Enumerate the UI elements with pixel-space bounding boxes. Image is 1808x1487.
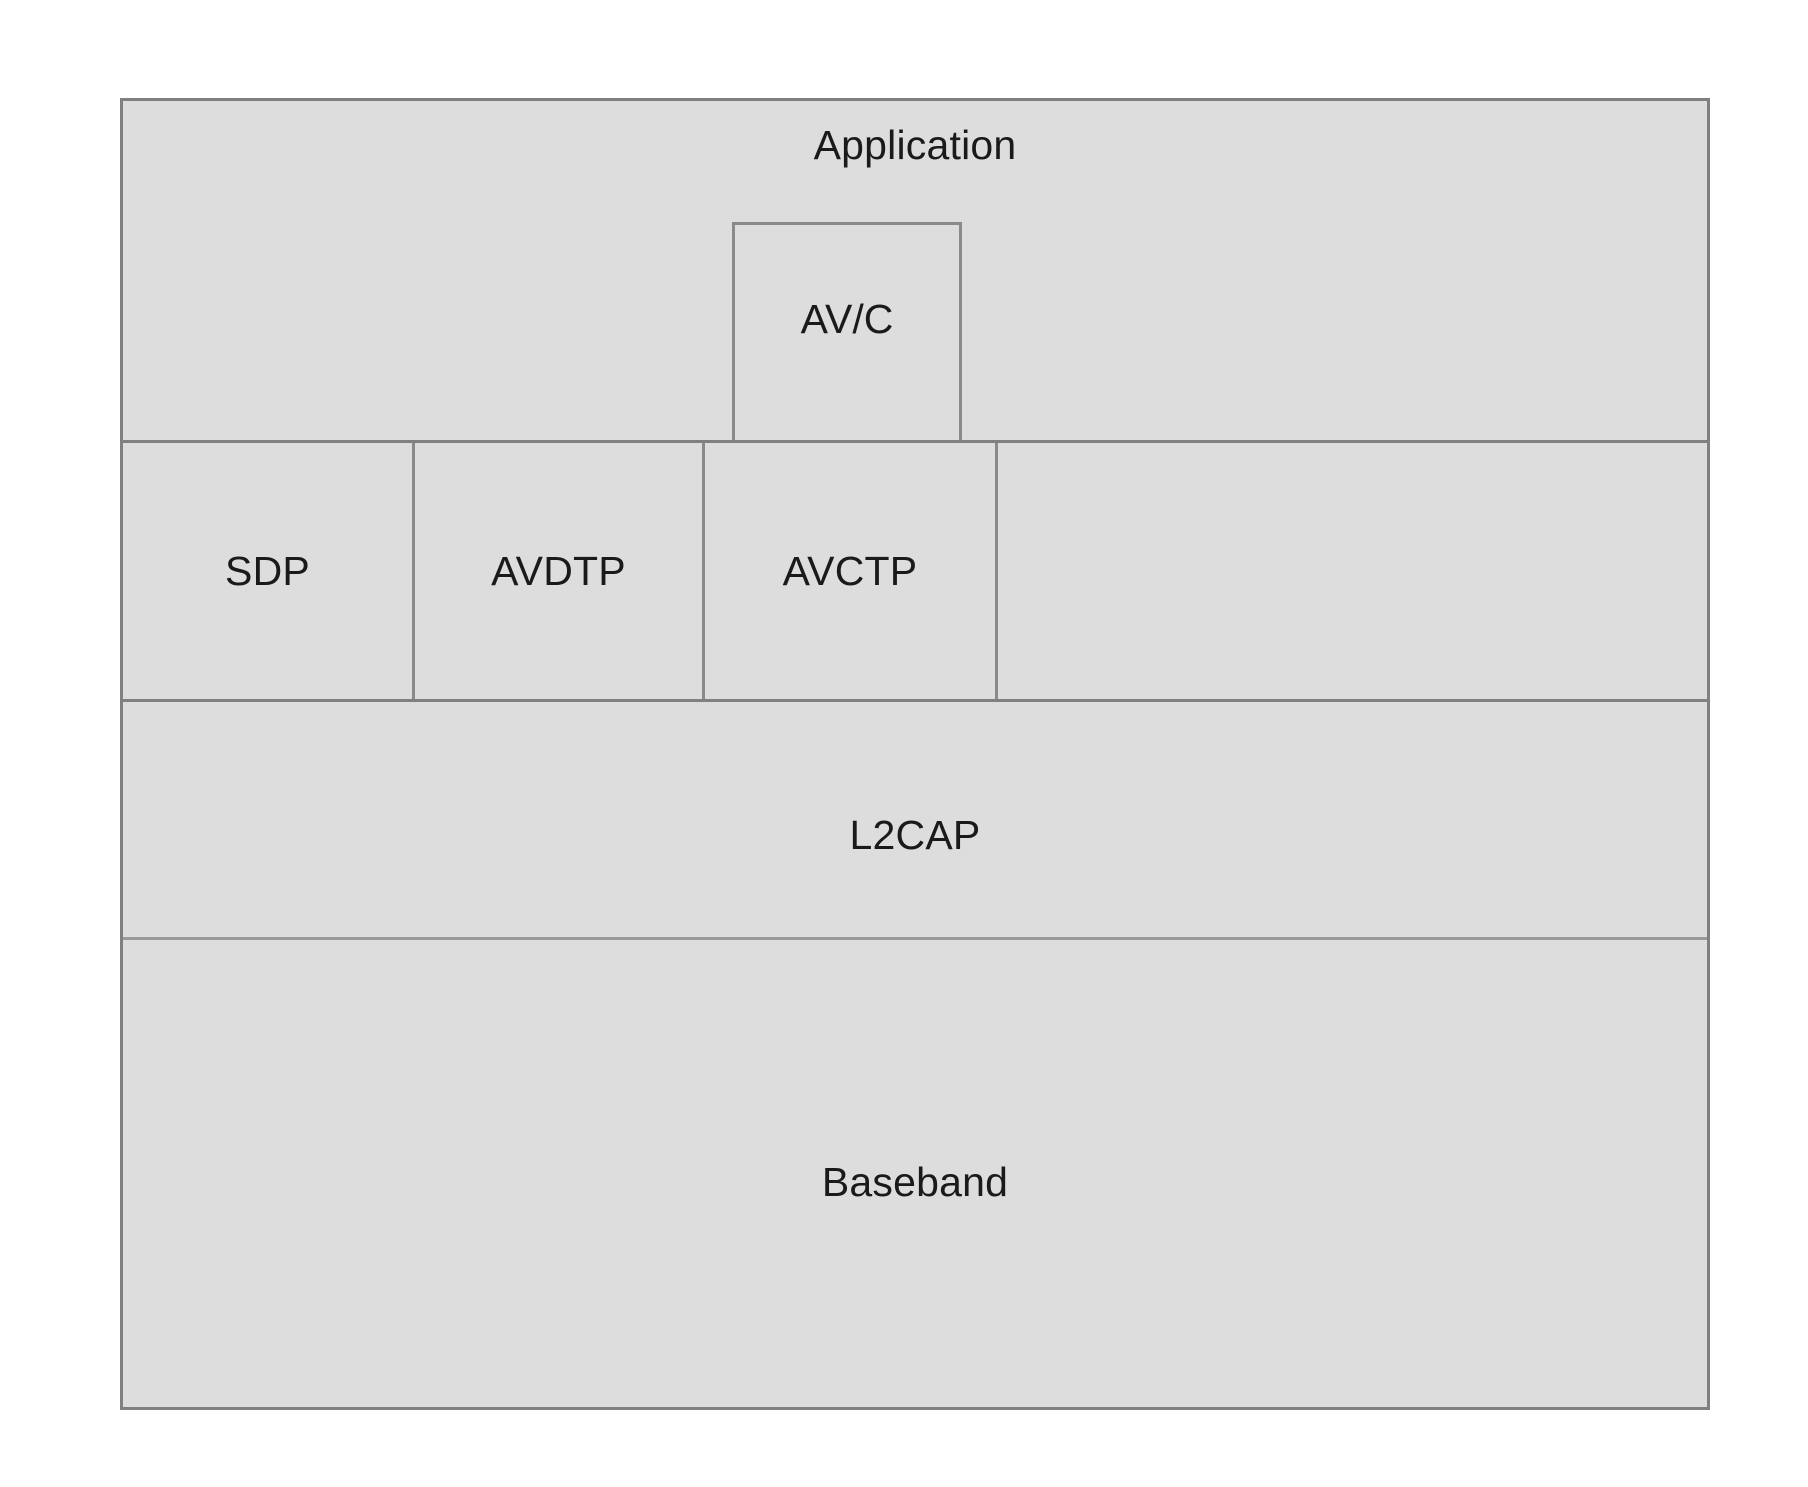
layer-application: Application AV/C	[123, 101, 1707, 440]
block-avctp-label: AVCTP	[782, 547, 918, 594]
block-sdp: SDP	[123, 443, 415, 699]
block-sdp-label: SDP	[225, 547, 310, 594]
layer-l2cap-label: L2CAP	[849, 812, 981, 858]
layer-baseband-label: Baseband	[821, 1159, 1009, 1205]
block-avc-label: AV/C	[800, 296, 894, 342]
layer-l2cap: L2CAP	[123, 702, 1707, 937]
layer-baseband: Baseband	[123, 937, 1707, 1407]
block-avdtp: AVDTP	[415, 443, 705, 699]
protocol-stack-container: Application AV/C SDP AVDTP AVCTP L2CAP	[120, 98, 1710, 1410]
layer-application-label: Application	[813, 122, 1017, 168]
block-avctp: AVCTP	[705, 443, 998, 699]
block-protocol-empty	[998, 443, 1707, 699]
block-avdtp-label: AVDTP	[491, 547, 626, 594]
layer-protocol-row: SDP AVDTP AVCTP	[123, 440, 1707, 702]
block-avc: AV/C	[732, 222, 962, 440]
